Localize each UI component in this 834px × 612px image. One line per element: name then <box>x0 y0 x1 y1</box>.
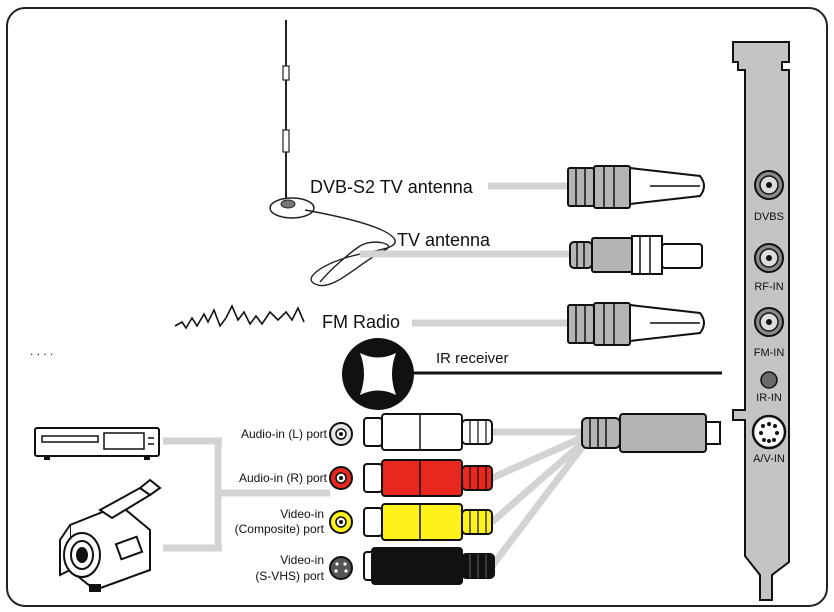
av-bundle-cables <box>489 428 589 569</box>
bracket-label-rf-in: RF-IN <box>754 281 783 293</box>
source-label-tv-antenna: TV antenna <box>397 230 491 250</box>
whip-antenna-icon <box>269 20 396 287</box>
port-label-composite-1: Video-in <box>280 507 324 521</box>
svhs-plug <box>363 547 495 585</box>
av-in-connector <box>581 413 721 453</box>
ellipsis-dots: . . . . <box>30 344 53 358</box>
jack-audio-r-icon <box>329 466 353 490</box>
vcr-icon <box>34 427 160 460</box>
port-label-audio-r: Audio-in (R) port <box>239 471 328 485</box>
pci-bracket <box>732 41 790 601</box>
source-label-ir-receiver: IR receiver <box>436 350 509 367</box>
port-label-svhs-2: (S-VHS) port <box>255 569 324 583</box>
jack-composite-icon <box>329 510 353 534</box>
ir-receiver-icon <box>342 338 414 410</box>
radio-wave-icon <box>174 304 305 330</box>
bracket-label-av-in: A/V-IN <box>753 453 785 465</box>
device-cables <box>163 437 330 552</box>
dvbs2-connector <box>567 165 705 209</box>
source-label-fm-radio: FM Radio <box>322 312 400 332</box>
rca-plug-audio-r <box>363 459 493 497</box>
port-label-composite-2: (Composite) port <box>235 522 325 536</box>
bracket-label-dvbs: DVBS <box>754 211 784 223</box>
camcorder-icon <box>59 478 162 592</box>
diagram-frame <box>6 7 828 607</box>
bracket-label-ir-in: IR-IN <box>756 392 782 404</box>
rca-plug-composite <box>363 503 493 541</box>
port-label-svhs-1: Video-in <box>280 553 324 567</box>
jack-audio-l-icon <box>329 422 353 446</box>
port-label-audio-l: Audio-in (L) port <box>241 427 328 441</box>
rca-plug-audio-l <box>363 413 493 451</box>
tv-antenna-connector <box>569 235 703 275</box>
source-label-dvbs2: DVB-S2 TV antenna <box>310 177 474 197</box>
jack-svhs-icon <box>329 556 353 580</box>
fm-radio-connector <box>567 302 705 346</box>
bracket-label-fm-in: FM-IN <box>754 347 785 359</box>
